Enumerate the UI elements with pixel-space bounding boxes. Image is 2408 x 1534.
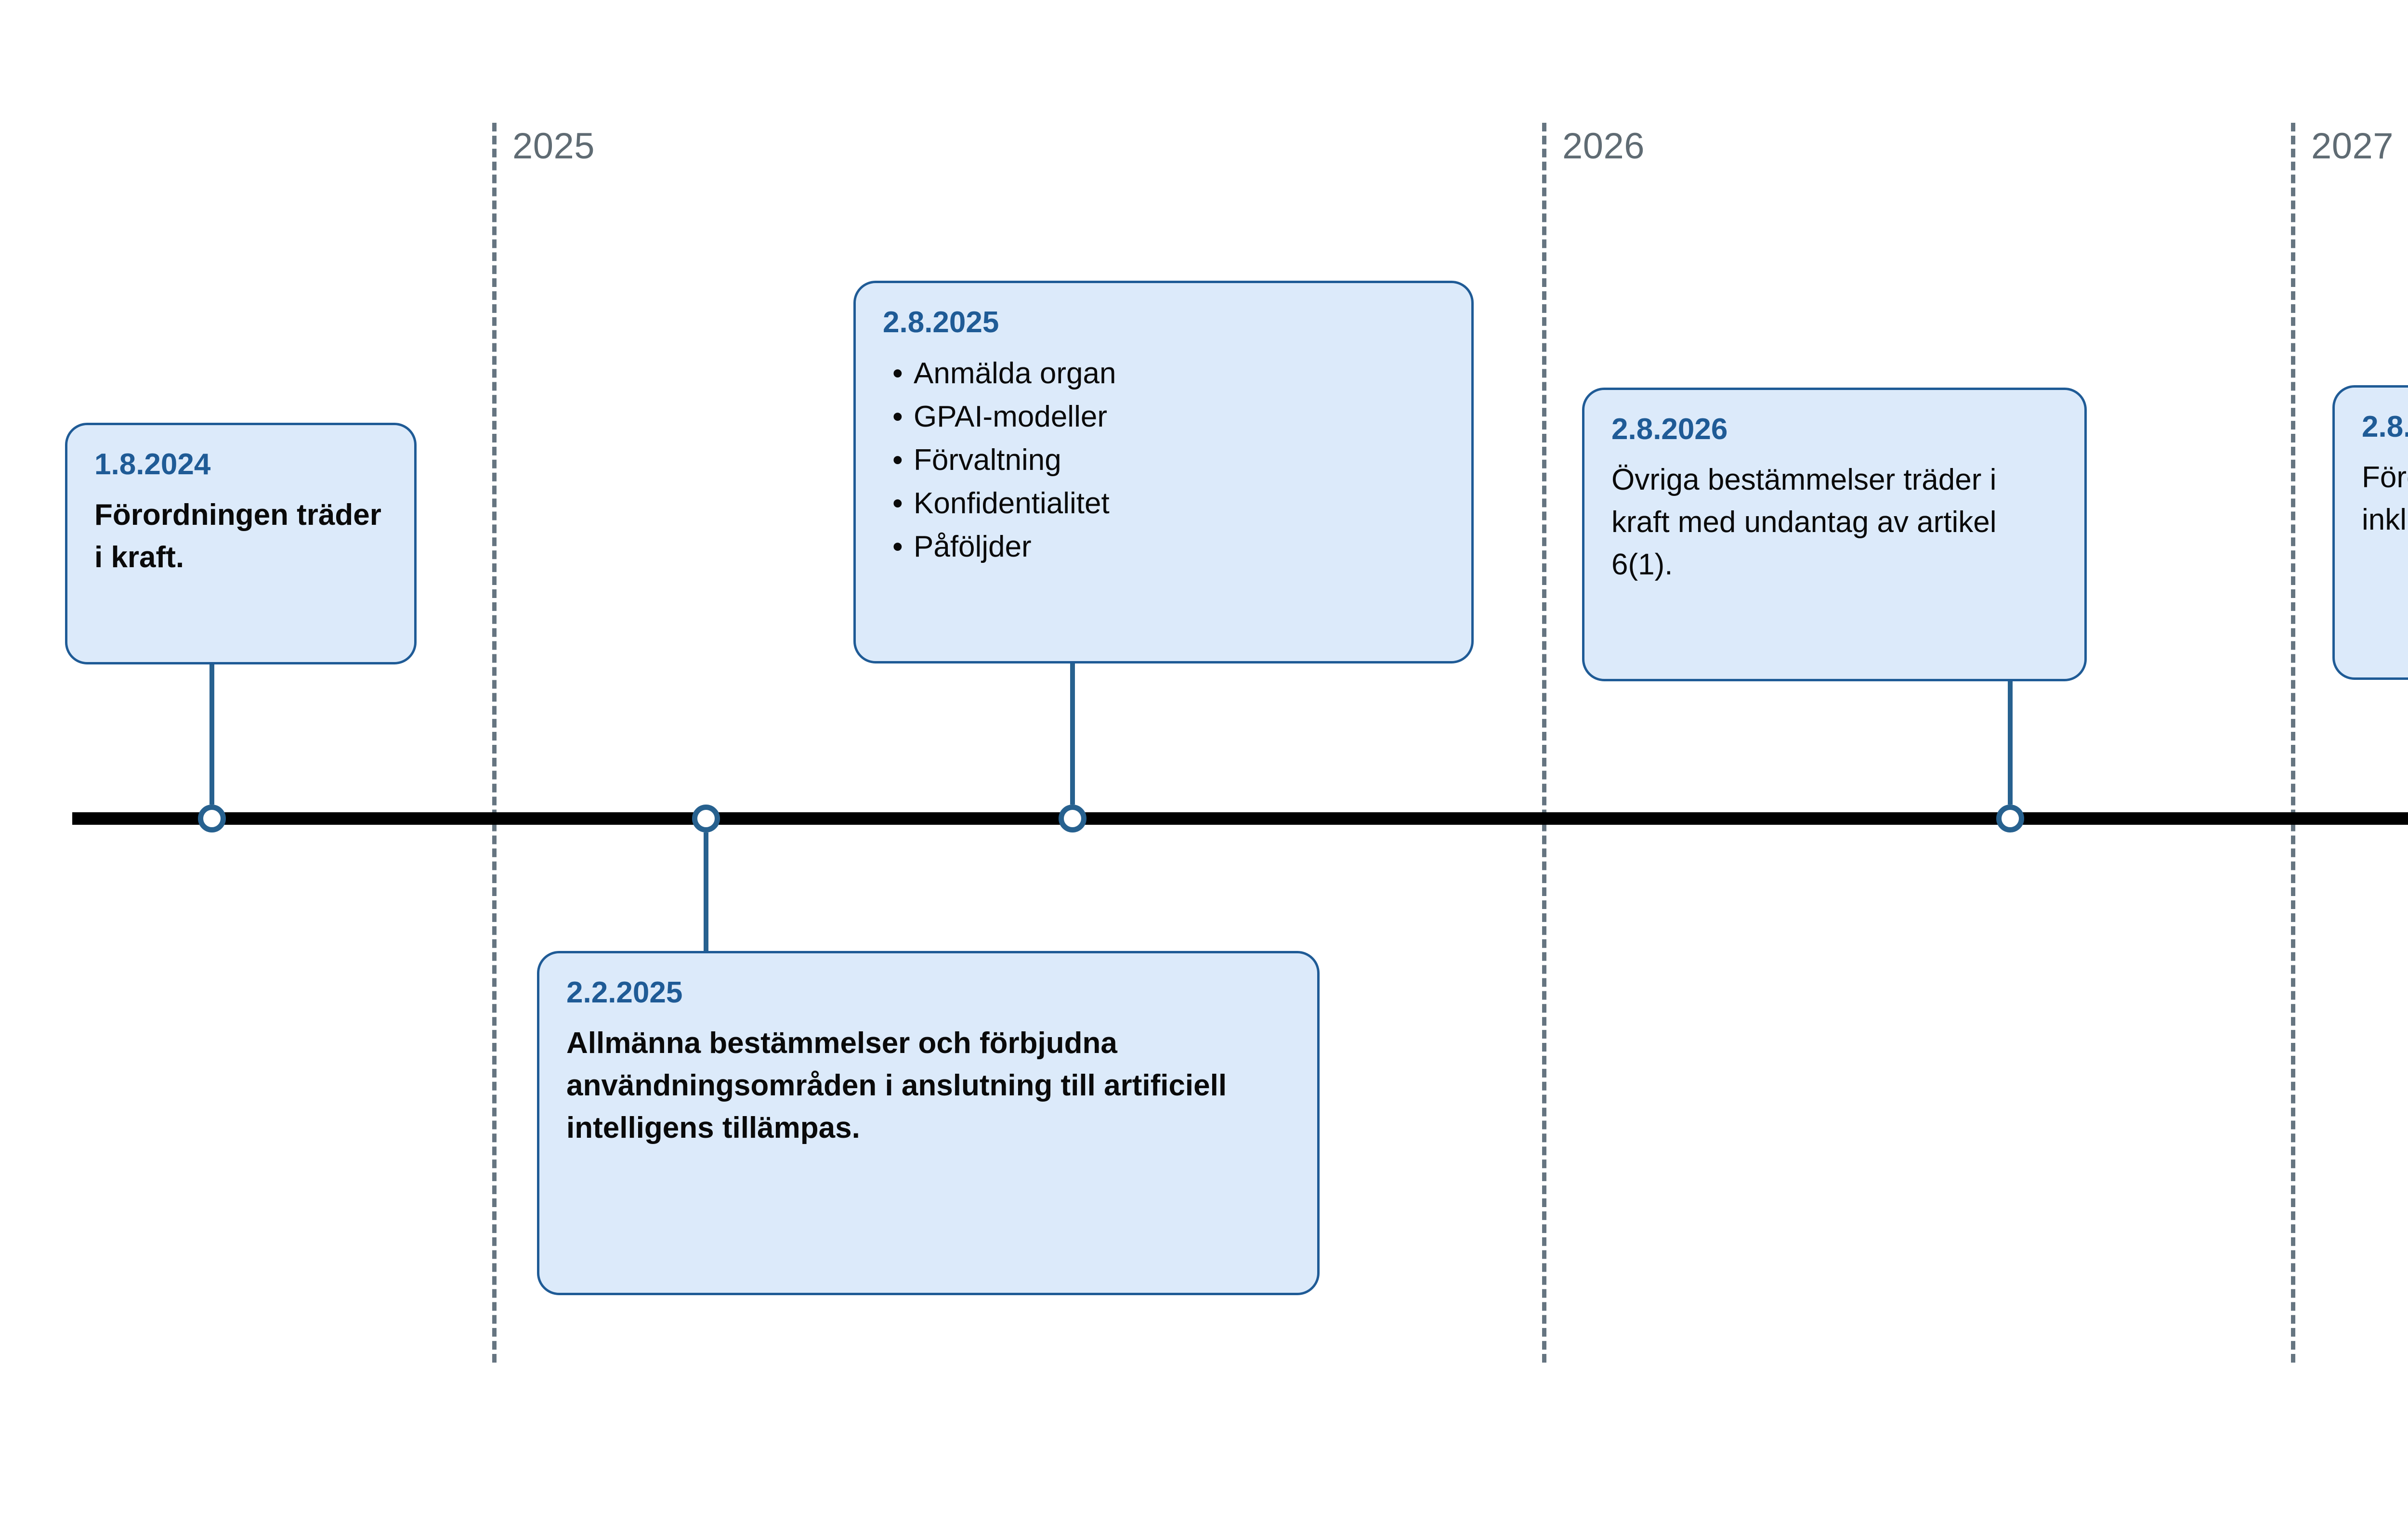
year-label-2025: 2025 (512, 126, 595, 167)
milestone-date-label: 2.8.2027 (2362, 410, 2408, 443)
timeline-node-2.2.2025[interactable] (692, 805, 720, 832)
milestone-body-text: Förordningen träder i kraft. (94, 498, 381, 574)
milestone-bullet-item: Anmälda organ (892, 352, 1444, 395)
year-gridline-2026 (1542, 123, 1546, 1363)
milestone-bullet-item: Förvaltning (892, 439, 1444, 482)
timeline-node-1.8.2024[interactable] (198, 805, 226, 832)
milestone-bullet-item: Påföljder (892, 525, 1444, 569)
milestone-body-text: Förordningen tillämpas fullt ut på alla … (2362, 461, 2408, 537)
milestone-date-label: 2.2.2025 (566, 976, 683, 1009)
milestone-bullet-item: Konfidentialitet (892, 482, 1444, 525)
milestone-card-2.8.2027[interactable]: 2.8.2027Förordningen tillämpas fullt ut … (2332, 385, 2408, 680)
milestone-date-label: 2.8.2025 (883, 306, 999, 339)
timeline-axis-line (72, 812, 2408, 825)
milestone-date-label: 2.8.2026 (1611, 413, 1728, 446)
year-gridline-2027 (2291, 123, 2295, 1363)
milestone-card-2.8.2025[interactable]: 2.8.2025Anmälda organGPAI-modellerFörval… (853, 281, 1474, 663)
connector-line-2.8.2026 (2008, 681, 2013, 805)
milestone-body-text: Övriga bestämmelser träder i kraft med u… (1611, 463, 1997, 582)
milestone-bullet-item: GPAI-modeller (892, 395, 1444, 439)
timeline-node-2.8.2026[interactable] (1996, 805, 2024, 832)
year-label-2027: 2027 (2311, 126, 2394, 167)
connector-line-1.8.2024 (209, 664, 214, 805)
connector-line-2.2.2025 (704, 832, 708, 951)
connector-line-2.8.2025 (1070, 663, 1075, 805)
milestone-date-label: 1.8.2024 (94, 448, 211, 481)
year-label-2026: 2026 (1562, 126, 1645, 167)
milestone-bullet-list: Anmälda organGPAI-modellerFörvaltningKon… (883, 352, 1444, 568)
year-gridline-2025 (492, 123, 497, 1363)
timeline-node-2.8.2025[interactable] (1059, 805, 1086, 832)
milestone-body-text: Allmänna bestämmelser och förbjudna anvä… (566, 1027, 1227, 1145)
